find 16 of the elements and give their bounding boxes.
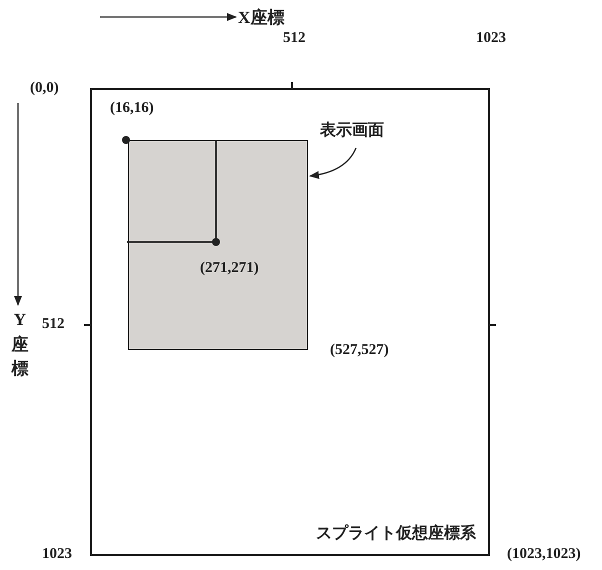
box-title: スプライト仮想座標系 [316,523,476,544]
coordinate-label: 1023 [42,546,72,563]
leader-arrow [309,148,357,179]
callout-text: 表示画面 [320,120,400,146]
coordinate-label: (0,0) [30,80,59,97]
coordinate-label: (16,16) [110,100,154,117]
coordinate-label: (527,527) [330,342,389,359]
coordinate-label: 512 [283,30,306,47]
display-area-box [128,140,308,350]
coordinate-label: 512 [42,316,64,333]
coordinate-space-box [90,88,490,556]
coordinate-label: (271,271) [200,260,259,277]
axis-label: Y座標 [11,309,29,380]
coordinate-label: (1023,1023) [507,546,581,563]
axis-label: X座標 [238,7,284,29]
coordinate-label: 1023 [476,30,506,47]
